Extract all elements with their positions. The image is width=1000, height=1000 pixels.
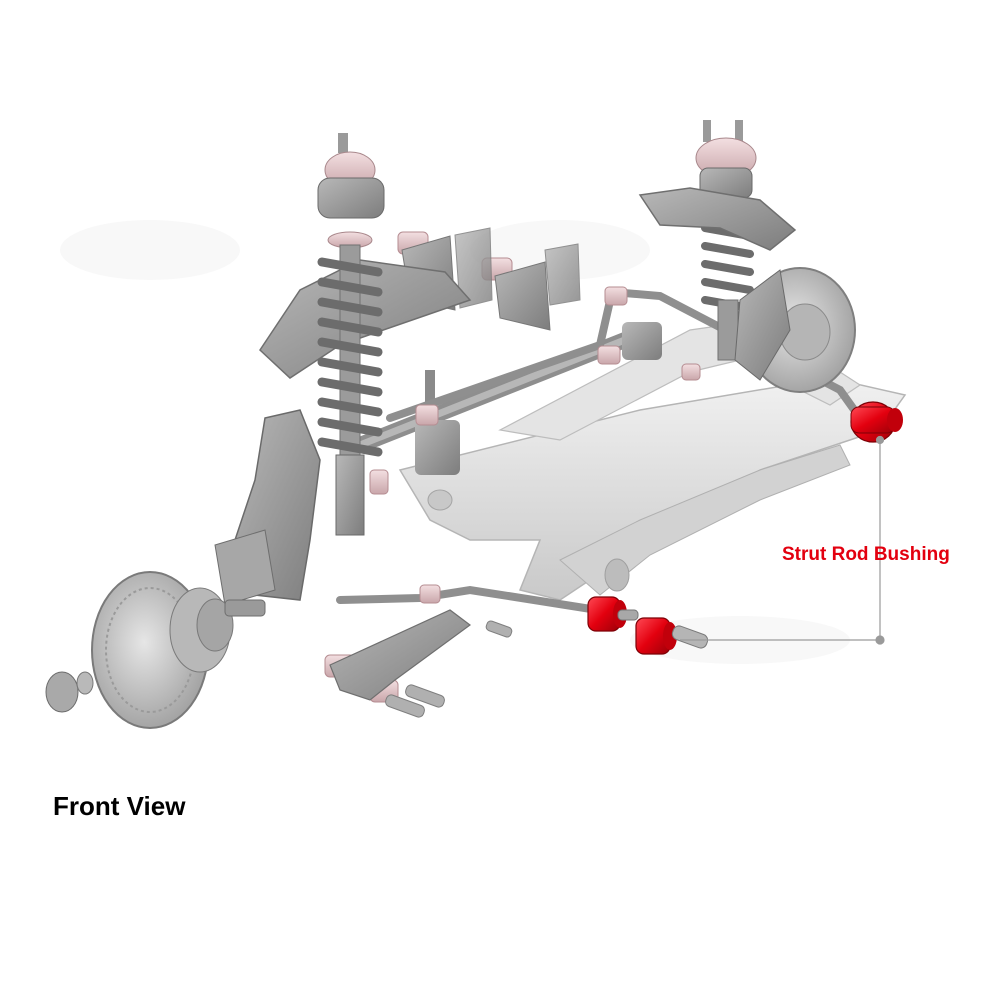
left-hub-cap — [45, 671, 94, 713]
view-title: Front View — [53, 791, 186, 821]
strut-rod-bushing-rear — [850, 401, 903, 443]
strut-rod-bushing-front-2 — [635, 617, 677, 655]
sway-bar — [336, 287, 864, 616]
callout-leader-line — [680, 435, 885, 645]
left-strut-assembly — [317, 133, 385, 536]
strut-rod-bushing-label: Strut Rod Bushing — [782, 544, 950, 565]
left-steering-knuckle — [214, 409, 321, 606]
strut-rod-end — [617, 609, 709, 649]
strut-rod-bushing-front-1 — [587, 596, 627, 632]
left-brake-rotor — [91, 571, 266, 729]
right-upper-control-arm — [638, 187, 797, 251]
left-upper-control-arm — [259, 259, 472, 379]
left-lower-control-arm — [329, 609, 513, 718]
right-brake-rotor — [734, 267, 856, 393]
